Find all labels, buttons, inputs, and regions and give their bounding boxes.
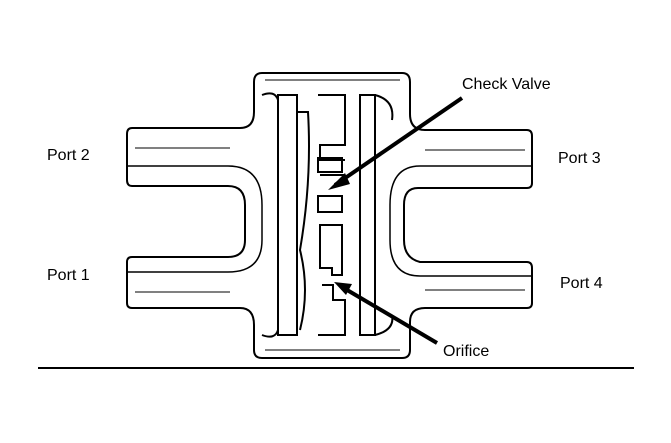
port-1-label: Port 1 — [47, 267, 90, 284]
divider-line — [38, 367, 634, 369]
port-4-label: Port 4 — [560, 275, 603, 292]
port-3-label: Port 3 — [558, 150, 601, 167]
check-valve-arrow — [328, 96, 464, 190]
check-valve-label: Check Valve — [462, 76, 551, 93]
orifice-label: Orifice — [443, 343, 490, 360]
valve-body — [126, 72, 533, 359]
port-2-label: Port 2 — [47, 147, 90, 164]
orifice-arrow — [334, 282, 439, 345]
center-assembly — [261, 92, 394, 338]
